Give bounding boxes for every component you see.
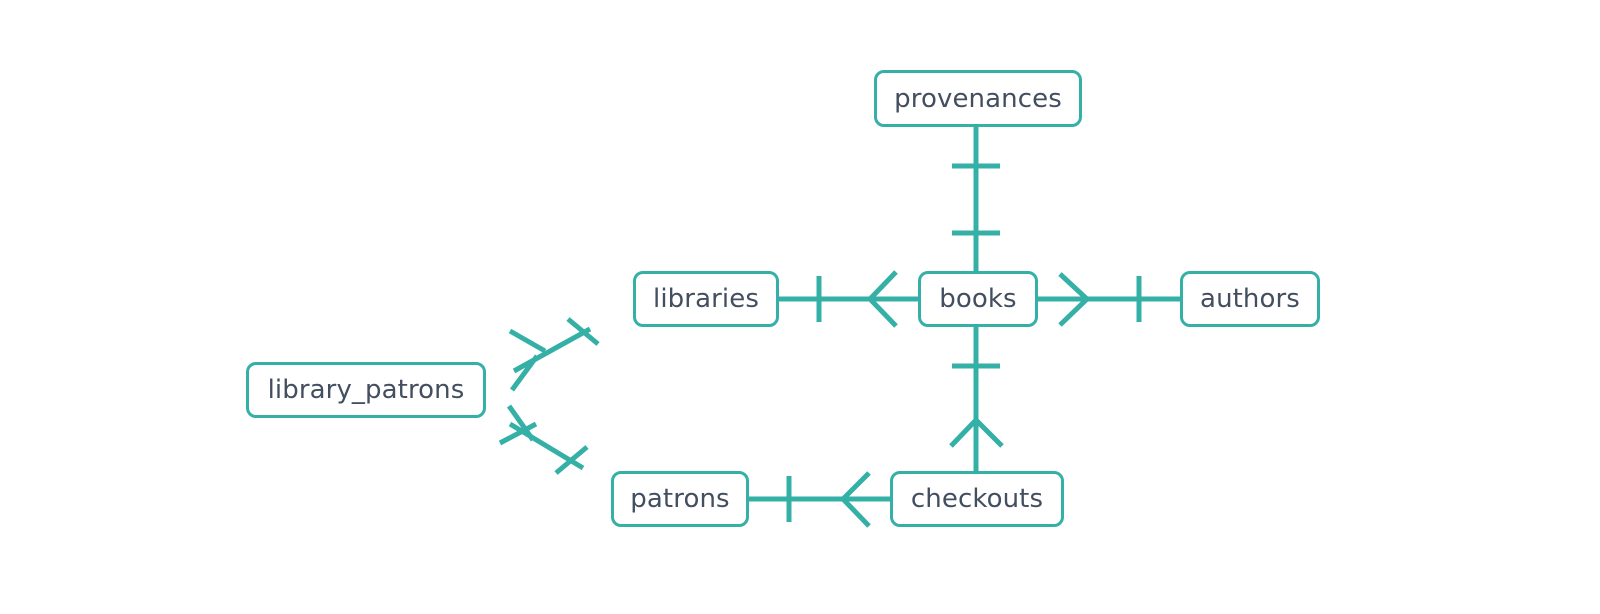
entity-library-patrons[interactable]: library_patrons [246, 362, 486, 418]
connector-books-checkouts [949, 327, 1004, 471]
connector-libraries-books [779, 270, 918, 328]
entity-label: provenances [894, 83, 1062, 114]
entity-label: authors [1200, 284, 1300, 314]
entity-label: libraries [653, 284, 759, 314]
connector-library-patrons-patrons [498, 404, 589, 475]
connector-books-authors [1038, 272, 1180, 327]
entity-books[interactable]: books [918, 271, 1038, 327]
entity-provenances[interactable]: provenances [874, 70, 1082, 127]
entity-checkouts[interactable]: checkouts [890, 471, 1064, 527]
entity-label: library_patrons [267, 375, 465, 405]
entity-patrons[interactable]: patrons [611, 471, 749, 527]
connector-provenances-books [952, 127, 1000, 271]
connector-patrons-checkouts [749, 471, 890, 528]
entity-label: patrons [630, 484, 730, 514]
entity-label: books [939, 284, 1017, 314]
connector-library-patrons-libraries [508, 317, 600, 392]
entity-label: checkouts [910, 484, 1044, 514]
entity-authors[interactable]: authors [1180, 271, 1320, 327]
entity-libraries[interactable]: libraries [633, 271, 779, 327]
